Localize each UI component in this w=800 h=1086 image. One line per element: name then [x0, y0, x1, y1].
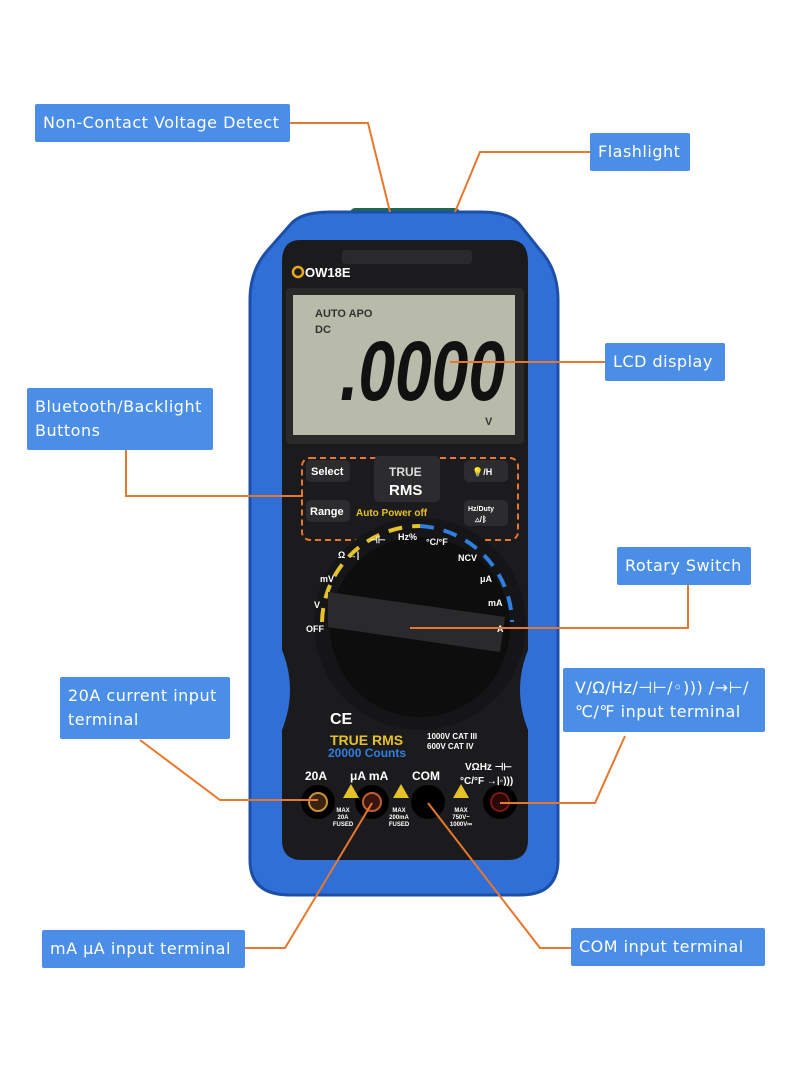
- ce-mark: CE: [330, 711, 353, 728]
- svg-text:20A: 20A: [337, 815, 349, 821]
- true-rms-button[interactable]: [374, 456, 440, 502]
- svg-text:OFF: OFF: [306, 624, 324, 634]
- auto-power-off-label: Auto Power off: [356, 508, 428, 519]
- svg-text:V: V: [485, 416, 493, 428]
- svg-text:Ω →|: Ω →|: [338, 550, 359, 560]
- svg-text:1000V CAT III: 1000V CAT III: [427, 732, 477, 741]
- svg-text:mV: mV: [320, 574, 334, 584]
- svg-text:°C/°F: °C/°F: [426, 537, 448, 547]
- svg-text:Select: Select: [311, 466, 344, 478]
- callout-ncv: Non-Contact Voltage Detect: [35, 104, 290, 142]
- svg-text:RMS: RMS: [389, 482, 422, 499]
- select-button[interactable]: [306, 460, 350, 482]
- svg-text:°C/°F →|◦))): °C/°F →|◦))): [460, 776, 513, 787]
- svg-text:mA: mA: [488, 598, 503, 608]
- model-label: OW18E: [305, 265, 351, 280]
- range-button[interactable]: [306, 500, 350, 522]
- svg-text:20000 Counts: 20000 Counts: [328, 746, 406, 760]
- callout-flashlight: Flashlight: [590, 133, 690, 171]
- svg-text:MAX: MAX: [336, 808, 349, 814]
- svg-text:Hz%: Hz%: [398, 532, 417, 542]
- svg-text:△/ᛒ: △/ᛒ: [474, 515, 487, 524]
- svg-text:600V CAT IV: 600V CAT IV: [427, 742, 474, 751]
- callout-20a: 20A current input terminal: [60, 677, 230, 739]
- callout-buttons: Bluetooth/Backlight Buttons: [27, 388, 213, 450]
- lcd-reading: .0000: [340, 324, 505, 418]
- svg-text:DC: DC: [315, 324, 331, 336]
- rotary-knob[interactable]: [328, 592, 505, 652]
- svg-text:💡/H: 💡/H: [472, 466, 492, 477]
- svg-text:Range: Range: [310, 506, 344, 518]
- svg-text:MAX: MAX: [392, 808, 405, 814]
- svg-text:μA: μA: [480, 574, 493, 584]
- svg-text:VΩHz ⊣⊢: VΩHz ⊣⊢: [465, 762, 512, 773]
- callout-ma: mA μA input terminal: [42, 930, 245, 968]
- svg-text:FUSED: FUSED: [333, 822, 354, 828]
- svg-text:μA mA: μA mA: [350, 769, 389, 783]
- svg-text:TRUE: TRUE: [389, 465, 422, 479]
- leader-lines: [125, 122, 689, 949]
- lcd-screen: [293, 295, 515, 435]
- svg-text:1000V⎓: 1000V⎓: [450, 822, 472, 828]
- svg-text:200mA: 200mA: [389, 815, 409, 821]
- svg-text:V: V: [314, 600, 320, 610]
- svg-text:750V~: 750V~: [452, 815, 470, 821]
- svg-text:20A: 20A: [305, 769, 327, 783]
- callout-v-terminal: V/Ω/Hz/⊣⊢/◦))) /→⊢/ ℃/℉ input terminal: [563, 668, 765, 732]
- backlight-hold-button[interactable]: [464, 460, 508, 482]
- svg-text:Hz/Duty: Hz/Duty: [468, 506, 494, 513]
- svg-text:FUSED: FUSED: [389, 822, 410, 828]
- callout-lcd: LCD display: [605, 343, 725, 381]
- callout-rotary: Rotary Switch: [617, 547, 751, 585]
- svg-text:⊣⊢: ⊣⊢: [370, 535, 386, 545]
- callout-com: COM input terminal: [571, 928, 765, 966]
- svg-text:MAX: MAX: [454, 808, 467, 814]
- svg-text:COM: COM: [412, 769, 440, 783]
- svg-text:TRUE RMS: TRUE RMS: [330, 732, 403, 748]
- svg-text:NCV: NCV: [458, 553, 477, 563]
- hz-bluetooth-button[interactable]: [464, 500, 508, 526]
- svg-text:AUTO APO: AUTO APO: [315, 308, 373, 320]
